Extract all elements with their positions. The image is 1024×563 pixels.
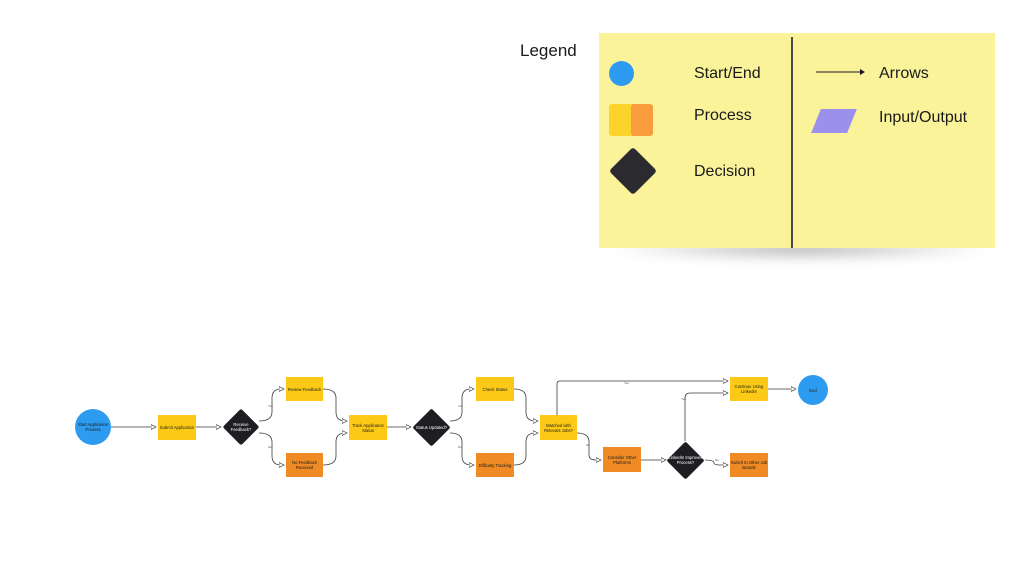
receive-feedback-label: Receive Feedback?	[230, 422, 252, 432]
continue-linkedin-node[interactable]: Continue Using LinkedIn	[730, 377, 768, 401]
difficulty-tracking-node[interactable]: Difficulty Tracking	[476, 453, 514, 477]
legend-arrows-label: Arrows	[879, 65, 929, 82]
edge-status-no[interactable]	[449, 432, 474, 465]
legend-arrow-swatch	[816, 69, 865, 75]
edge-label-feedback-no: No	[268, 445, 272, 449]
edge-label-status-yes: Yes	[458, 404, 463, 408]
edge-label-feedback-yes: Yes	[268, 404, 273, 408]
edge-feedback-no[interactable]	[258, 432, 284, 465]
consider-platforms-node[interactable]: Consider Other Platforms	[603, 447, 641, 472]
no-feedback-node[interactable]: No Feedback Received	[286, 453, 323, 477]
legend-divider	[791, 37, 793, 248]
switch-job-boards-node[interactable]: Switch to Other Job Boards	[730, 453, 768, 477]
check-status-label: Check Status	[482, 386, 508, 392]
edge-label-status-no: No	[458, 445, 462, 449]
legend-start-end-swatch	[609, 61, 634, 86]
edge-status-yes[interactable]	[449, 389, 474, 422]
edge-matched-yes[interactable]	[556, 381, 728, 415]
review-feedback-node[interactable]: Review Feedback	[286, 377, 323, 401]
edge-label-matched-yes: Yes	[624, 381, 629, 385]
review-feedback-label: Review Feedback	[287, 386, 322, 392]
end-node-label: End	[809, 387, 817, 393]
legend-sticky-note[interactable]: Start/End Process Decision Arrows Input/…	[599, 33, 995, 248]
edge-matched-no[interactable]	[576, 432, 601, 460]
linkedin-improves-label: LinkedIn Improves Process?	[668, 455, 703, 465]
legend-title: Legend	[520, 41, 577, 60]
track-status-label: Track Application Status	[352, 422, 384, 433]
check-status-node[interactable]: Check Status	[476, 377, 514, 401]
edge-linkedin-no[interactable]	[704, 459, 728, 465]
track-status-node[interactable]: Track Application Status	[349, 415, 387, 440]
edge-difficulty-matched[interactable]	[513, 433, 538, 466]
legend-decision-label: Decision	[694, 163, 756, 180]
submit-application-node[interactable]: Submit Application	[158, 415, 196, 440]
legend-process-label: Process	[694, 107, 752, 124]
start-node[interactable]: Start Application Process	[75, 409, 111, 445]
edge-label-linkedin-yes: Yes	[681, 397, 686, 401]
edge-review-track[interactable]	[322, 388, 347, 421]
continue-linkedin-label: Continue Using LinkedIn	[734, 384, 764, 394]
start-node-label: Start Application Process	[77, 422, 109, 432]
matched-jobs-node[interactable]: Matched with Relevant Jobs?	[540, 415, 577, 440]
edge-linkedin-yes[interactable]	[684, 393, 728, 441]
legend-start-end-label: Start/End	[694, 65, 761, 82]
submit-application-label: Submit Application	[159, 425, 195, 430]
receive-feedback-decision[interactable]: Receive Feedback?	[222, 408, 260, 446]
switch-job-boards-label: Switch to Other Job Boards	[730, 460, 768, 470]
linkedin-improves-decision[interactable]: LinkedIn Improves Process?	[666, 441, 705, 480]
edge-feedback-yes[interactable]	[258, 389, 284, 422]
difficulty-tracking-label: Difficulty Tracking	[478, 462, 512, 468]
legend-process-swatch-orange	[631, 104, 653, 136]
edge-check-matched[interactable]	[513, 388, 538, 421]
status-updated-label: Status Updated?	[415, 424, 448, 430]
edge-nofeedback-track[interactable]	[322, 433, 347, 466]
legend-input-output-label: Input/Output	[879, 109, 968, 126]
status-updated-decision[interactable]: Status Updated?	[412, 408, 451, 447]
consider-platforms-label: Consider Other Platforms	[607, 454, 637, 465]
no-feedback-label: No Feedback Received	[292, 460, 317, 470]
edge-label-linkedin-no: No	[715, 458, 719, 462]
matched-jobs-label: Matched with Relevant Jobs?	[544, 422, 573, 433]
edge-label-matched-no: No	[586, 443, 590, 447]
end-node[interactable]: End	[798, 375, 828, 405]
